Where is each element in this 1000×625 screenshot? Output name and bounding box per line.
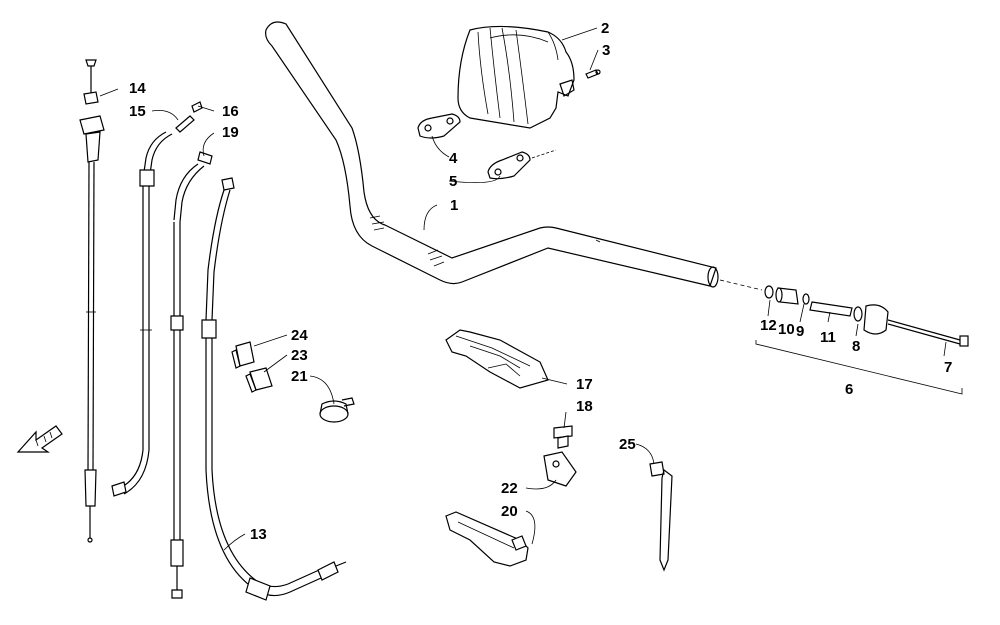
brake-cable bbox=[111, 115, 195, 497]
callout-20: 20 bbox=[501, 503, 518, 520]
leader-lines bbox=[99, 27, 947, 551]
callout-11: 11 bbox=[820, 329, 836, 346]
front-direction-arrow-icon bbox=[16, 425, 63, 453]
throttle-cable bbox=[79, 59, 105, 543]
callout-16: 16 bbox=[222, 103, 239, 120]
callout-5: 5 bbox=[449, 173, 458, 190]
cable-clamp-21 bbox=[319, 397, 355, 423]
callout-1: 1 bbox=[450, 197, 459, 214]
cable-end-fitting bbox=[191, 101, 203, 113]
lower-clamp bbox=[487, 149, 557, 180]
bar-end-assembly bbox=[719, 279, 969, 395]
callout-19: 19 bbox=[222, 124, 239, 141]
bracket-bolt bbox=[553, 425, 573, 449]
callout-9: 9 bbox=[796, 323, 805, 340]
long-cable bbox=[201, 177, 347, 601]
callout-8: 8 bbox=[852, 338, 861, 355]
lever-bracket bbox=[543, 451, 577, 487]
callout-2: 2 bbox=[601, 20, 610, 37]
callout-6: 6 bbox=[845, 381, 854, 398]
callout-4: 4 bbox=[449, 150, 458, 167]
callout-24: 24 bbox=[291, 327, 308, 344]
callout-21: 21 bbox=[291, 368, 308, 385]
temperature-probe bbox=[649, 461, 673, 572]
callout-7: 7 bbox=[944, 359, 953, 376]
callout-12: 12 bbox=[760, 317, 777, 334]
callout-25: 25 bbox=[619, 436, 636, 453]
callout-10: 10 bbox=[778, 321, 795, 338]
upper-clamp bbox=[417, 113, 461, 139]
handlebar-cover bbox=[457, 25, 575, 129]
callout-23: 23 bbox=[291, 347, 308, 364]
cable-clip-24 bbox=[231, 341, 255, 369]
choke-cable bbox=[170, 151, 213, 599]
callout-17: 17 bbox=[576, 376, 593, 393]
callout-14: 14 bbox=[129, 80, 146, 97]
cover-screw bbox=[585, 69, 601, 79]
lever-assembly bbox=[445, 511, 529, 567]
callout-18: 18 bbox=[576, 398, 593, 415]
callout-15: 15 bbox=[129, 103, 146, 120]
handlebar bbox=[265, 21, 719, 288]
callout-3: 3 bbox=[602, 42, 611, 59]
callout-22: 22 bbox=[501, 480, 518, 497]
mounting-bracket bbox=[445, 329, 549, 389]
cable-clip-23 bbox=[245, 367, 273, 393]
callout-13: 13 bbox=[250, 526, 267, 543]
